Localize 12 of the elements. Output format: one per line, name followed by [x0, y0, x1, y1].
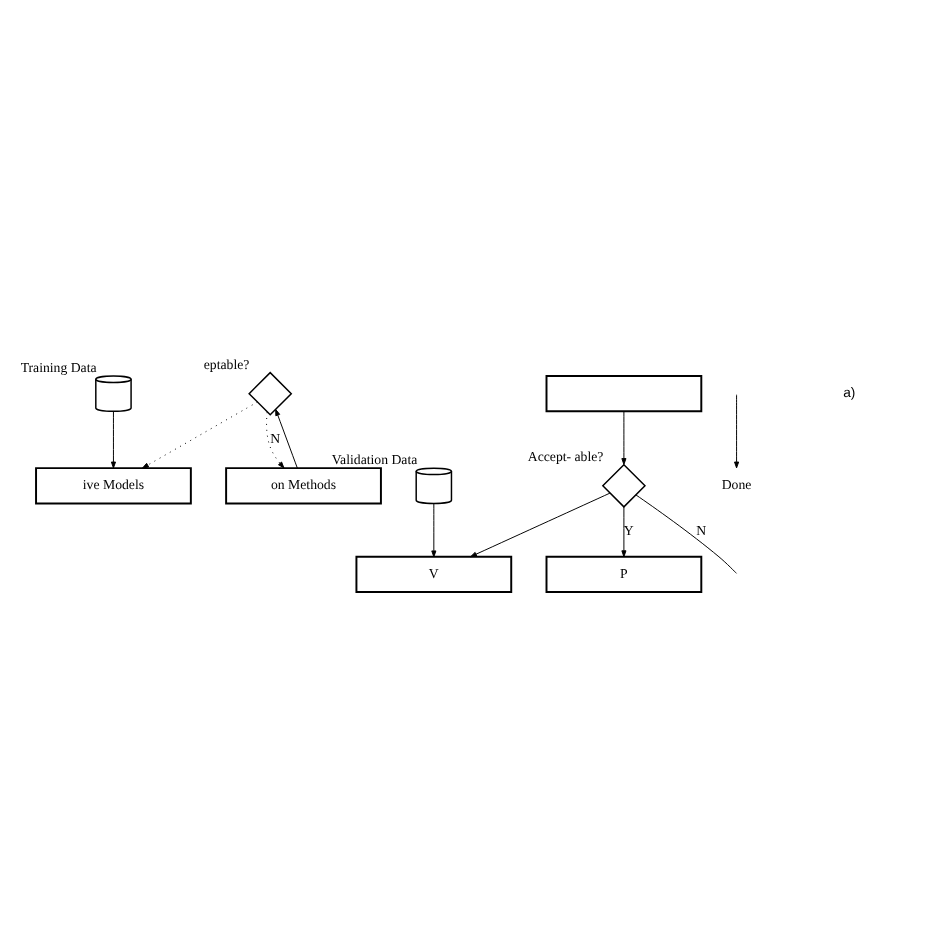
- node-diamond: [601, 462, 646, 507]
- arrow: [275, 408, 298, 468]
- arrow: [621, 410, 627, 464]
- connector: [635, 493, 737, 573]
- arrow: [142, 400, 258, 468]
- arrow: [621, 505, 627, 557]
- arrow: [470, 491, 611, 557]
- arrow: [431, 502, 437, 557]
- node-box: [545, 374, 703, 412]
- arrow: [266, 410, 285, 468]
- arrow: [734, 393, 740, 468]
- arrow: [110, 410, 116, 468]
